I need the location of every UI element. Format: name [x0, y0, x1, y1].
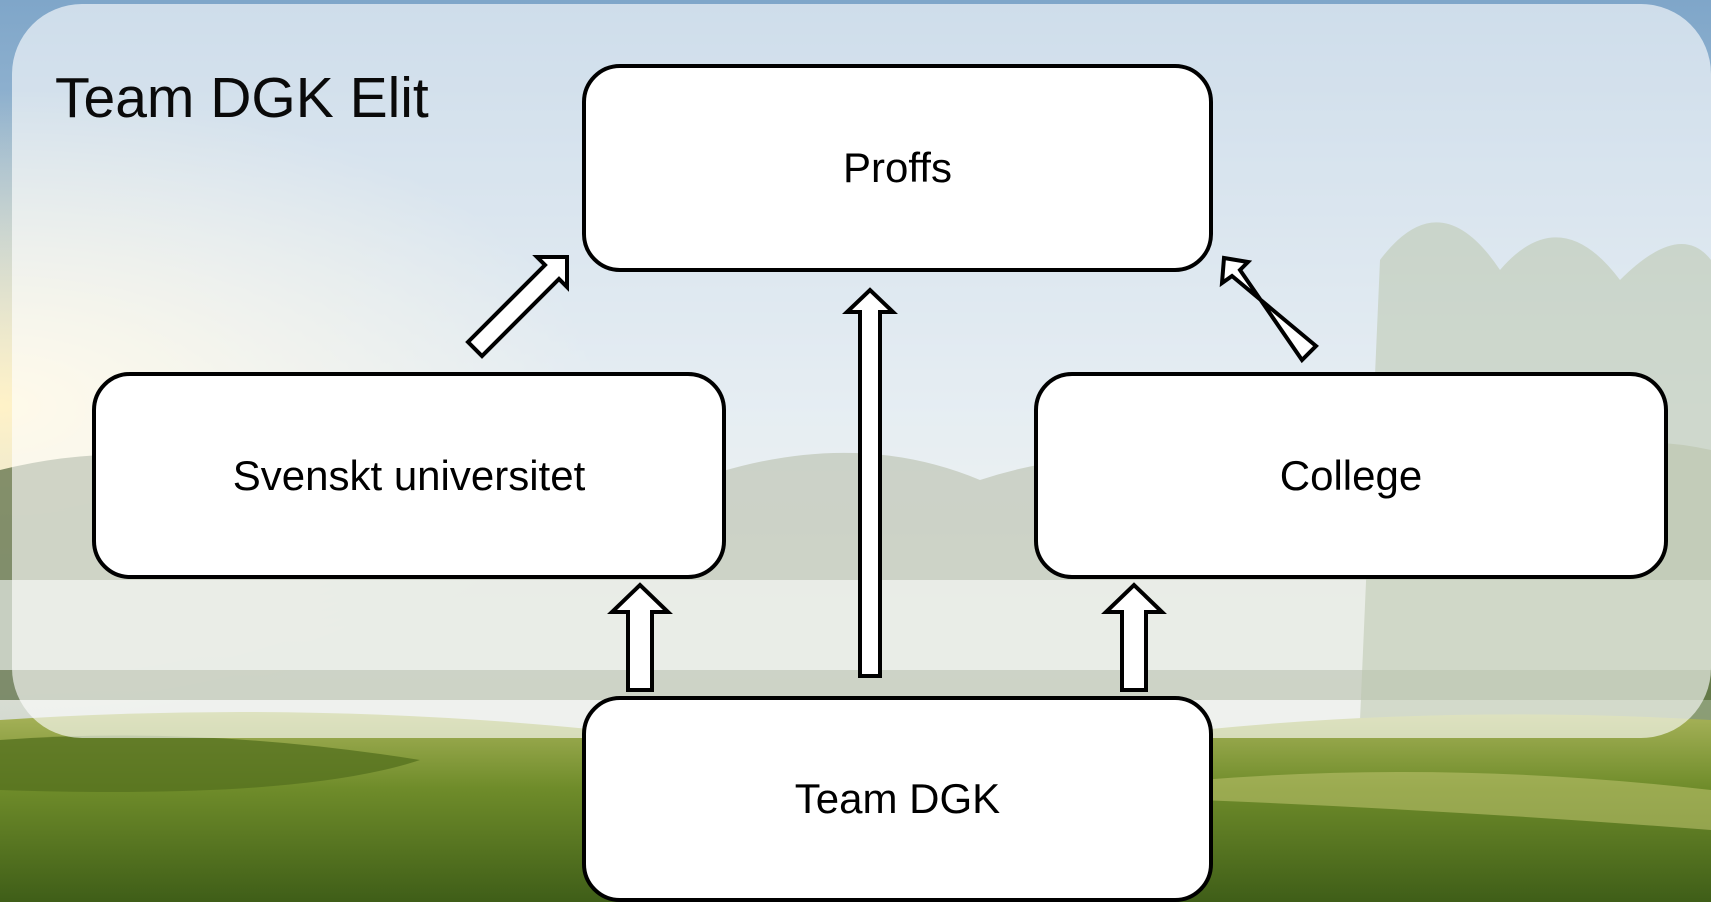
arrow-svenskt-to-proffs [465, 255, 569, 359]
node-team-dgk: Team DGK [582, 696, 1213, 902]
arrow-college-to-proffs [1219, 255, 1319, 364]
arrow-team-dgk-to-college [1101, 582, 1167, 692]
node-proffs: Proffs [582, 64, 1213, 272]
node-college: College [1034, 372, 1668, 579]
arrow-team-dgk-to-proffs [842, 287, 898, 678]
arrow-team-dgk-to-svenskt [607, 582, 673, 692]
node-svenskt-universitet: Svenskt universitet [92, 372, 726, 579]
diagram-title: Team DGK Elit [55, 66, 429, 130]
